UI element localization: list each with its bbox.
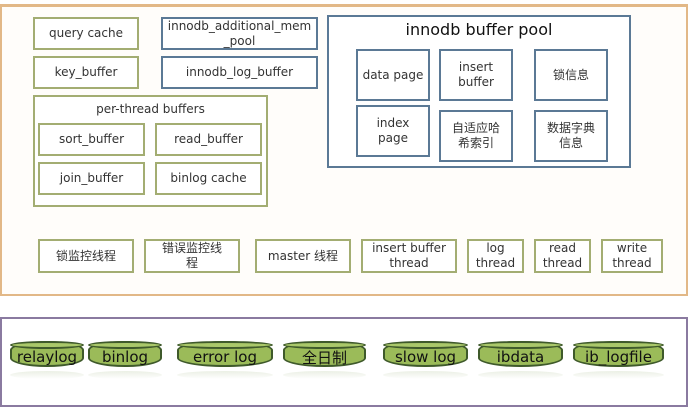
- read-buffer-label: read_buffer: [174, 132, 243, 146]
- data-dictionary-label: 数据字典 信息: [546, 121, 595, 150]
- lock-info-label: 锁信息: [552, 67, 589, 82]
- insert-buffer-box: insert buffer: [439, 49, 513, 101]
- read-thread-box: read thread: [534, 239, 591, 273]
- binlog-cache-box: binlog cache: [155, 162, 262, 195]
- join-buffer-label: join_buffer: [59, 171, 124, 185]
- ibdata-label: ibdata: [496, 348, 545, 366]
- master-thread-box: master 线程: [255, 239, 351, 273]
- general-log-label: 全日制: [301, 348, 347, 367]
- insert-buffer-label: insert buffer: [458, 60, 494, 89]
- write-thread-box: write thread: [601, 239, 663, 273]
- master-thread-label: master 线程: [267, 248, 339, 263]
- error-monitor-thread-label: 错误监控线 程: [161, 241, 222, 270]
- log-thread-label: log thread: [475, 241, 516, 270]
- insert-buffer-thread-box: insert buffer thread: [361, 239, 457, 273]
- general-log-disk: 全日制: [283, 341, 366, 367]
- slow-log-label: slow log: [394, 348, 457, 366]
- ib-logfile-label: ib_logfile: [585, 348, 652, 366]
- innodb-log-buffer-box: innodb_log_buffer: [161, 56, 318, 89]
- innodb-additional-mem-pool-box: innodb_additional_mem _pool: [161, 17, 318, 50]
- error-log-label: error log: [193, 348, 257, 366]
- log-thread-box: log thread: [467, 239, 524, 273]
- ib-logfile-disk: ib_logfile: [573, 341, 664, 367]
- disk-reflection: [177, 371, 273, 379]
- write-thread-label: write thread: [612, 241, 652, 270]
- key-buffer-box: key_buffer: [33, 56, 139, 89]
- disk-reflection: [283, 371, 366, 379]
- read-buffer-box: read_buffer: [155, 123, 262, 156]
- innodb-additional-mem-pool-label: innodb_additional_mem _pool: [167, 18, 312, 48]
- data-page-box: data page: [356, 49, 430, 101]
- ibdata-disk: ibdata: [478, 341, 563, 367]
- lock-info-box: 锁信息: [534, 49, 608, 101]
- binlog-cache-label: binlog cache: [170, 171, 247, 185]
- sort-buffer-box: sort_buffer: [38, 123, 145, 156]
- disk-reflection: [88, 371, 162, 379]
- innodb-buffer-pool-title: innodb buffer pool: [405, 20, 553, 39]
- key-buffer-label: key_buffer: [54, 65, 118, 79]
- disk-reflection: [10, 371, 84, 379]
- lock-monitor-thread-box: 锁监控线程: [38, 239, 134, 273]
- slow-log-disk: slow log: [383, 341, 468, 367]
- read-thread-label: read thread: [542, 241, 583, 270]
- error-log-disk: error log: [177, 341, 273, 367]
- relaylog-disk: relaylog: [10, 341, 84, 367]
- sort-buffer-label: sort_buffer: [58, 132, 125, 146]
- query-cache-label: query cache: [49, 26, 123, 40]
- disk-reflection: [383, 371, 468, 379]
- adaptive-hash-index-box: 自适应哈 希索引: [439, 110, 513, 162]
- disk-reflection: [478, 371, 563, 379]
- data-dictionary-box: 数据字典 信息: [534, 110, 608, 162]
- per-thread-buffers-title: per-thread buffers: [96, 102, 205, 116]
- adaptive-hash-index-label: 自适应哈 希索引: [451, 121, 500, 150]
- relaylog-label: relaylog: [16, 348, 78, 366]
- join-buffer-box: join_buffer: [38, 162, 145, 195]
- binlog-label: binlog: [101, 348, 149, 366]
- innodb-log-buffer-label: innodb_log_buffer: [185, 65, 294, 79]
- error-monitor-thread-box: 错误监控线 程: [144, 239, 240, 273]
- insert-buffer-thread-label: insert buffer thread: [372, 241, 446, 270]
- index-page-label: index page: [376, 116, 410, 145]
- binlog-disk: binlog: [88, 341, 162, 367]
- index-page-box: index page: [356, 105, 430, 157]
- query-cache-box: query cache: [33, 17, 139, 50]
- disk-reflection: [573, 371, 664, 379]
- lock-monitor-thread-label: 锁监控线程: [55, 248, 116, 263]
- data-page-label: data page: [362, 67, 424, 82]
